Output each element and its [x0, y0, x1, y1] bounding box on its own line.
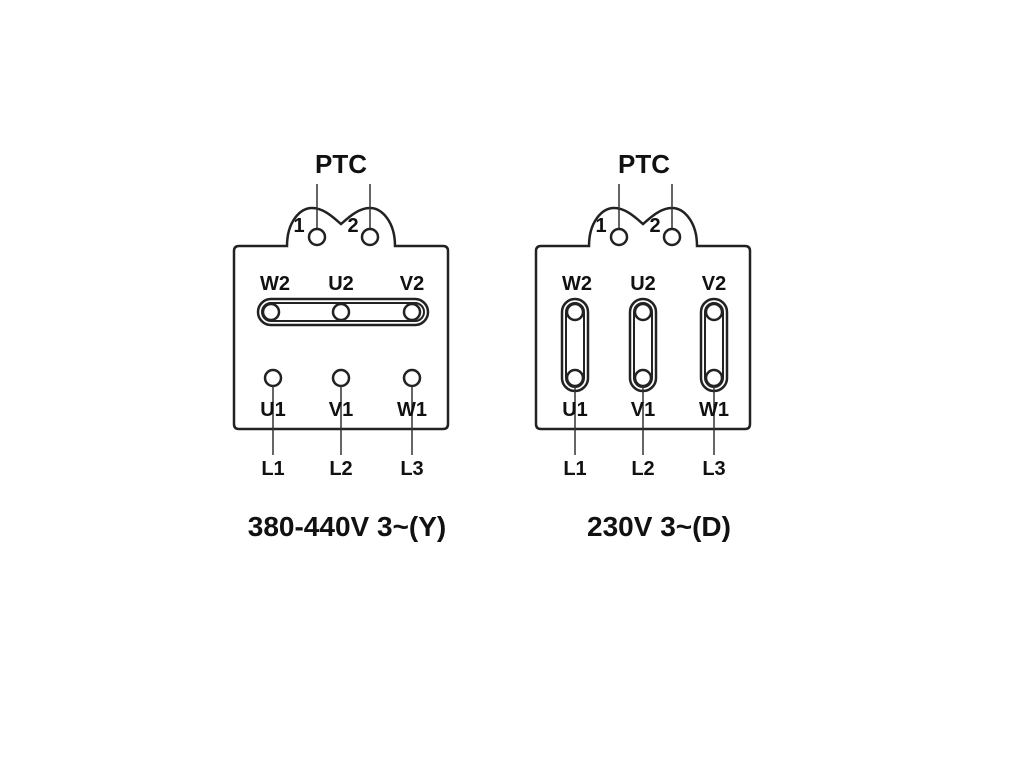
line-label-l2: L2 — [631, 458, 654, 480]
line-label-l1: L1 — [261, 458, 284, 480]
terminal-label-v1: V1 — [329, 399, 353, 421]
terminal-v1 — [633, 368, 653, 388]
terminal-label-v1: V1 — [631, 399, 655, 421]
terminal-label-w1: W1 — [699, 399, 729, 421]
terminal-label-u1: U1 — [260, 399, 286, 421]
ptc-label: PTC — [618, 149, 670, 179]
star-caption: 380-440V 3~(Y) — [248, 511, 446, 542]
star-connection-diagram: PTC 1 2 W2 U2 V2 U1 V1 W1 L1 — [232, 149, 450, 542]
line-label-l3: L3 — [400, 458, 423, 480]
ptc-terminal-1 — [609, 227, 629, 247]
ptc-terminal-2-label: 2 — [347, 215, 358, 237]
ptc-terminal-2 — [360, 227, 380, 247]
terminal-v1 — [331, 368, 351, 388]
ptc-terminal-1-label: 1 — [595, 215, 606, 237]
terminal-w1 — [402, 368, 422, 388]
terminal-label-w2: W2 — [260, 273, 290, 295]
terminal-w2 — [261, 302, 281, 322]
terminal-label-u2: U2 — [328, 273, 354, 295]
terminal-u1 — [263, 368, 283, 388]
terminal-label-w1: W1 — [397, 399, 427, 421]
ptc-terminal-2 — [662, 227, 682, 247]
terminal-w2 — [565, 302, 585, 322]
line-label-l3: L3 — [702, 458, 725, 480]
ptc-terminal-1 — [307, 227, 327, 247]
terminal-label-v2: V2 — [400, 273, 424, 295]
terminal-label-u1: U1 — [562, 399, 588, 421]
terminal-u2 — [331, 302, 351, 322]
terminal-w1 — [704, 368, 724, 388]
ptc-terminal-2-label: 2 — [649, 215, 660, 237]
terminal-box-outline — [232, 206, 450, 431]
terminal-v2 — [402, 302, 422, 322]
ptc-terminal-1-label: 1 — [293, 215, 304, 237]
terminal-label-v2: V2 — [702, 273, 726, 295]
ptc-label: PTC — [315, 149, 367, 179]
terminal-label-u2: U2 — [630, 273, 656, 295]
delta-connection-diagram: PTC 1 2 W2 U2 V2 U1 — [534, 149, 752, 542]
star-bridge-bar — [256, 297, 430, 327]
terminal-u1 — [565, 368, 585, 388]
terminal-box-outline — [534, 206, 752, 431]
terminal-label-w2: W2 — [562, 273, 592, 295]
terminal-v2 — [704, 302, 724, 322]
line-label-l1: L1 — [563, 458, 586, 480]
line-label-l2: L2 — [329, 458, 352, 480]
delta-caption: 230V 3~(D) — [587, 511, 731, 542]
terminal-u2 — [633, 302, 653, 322]
